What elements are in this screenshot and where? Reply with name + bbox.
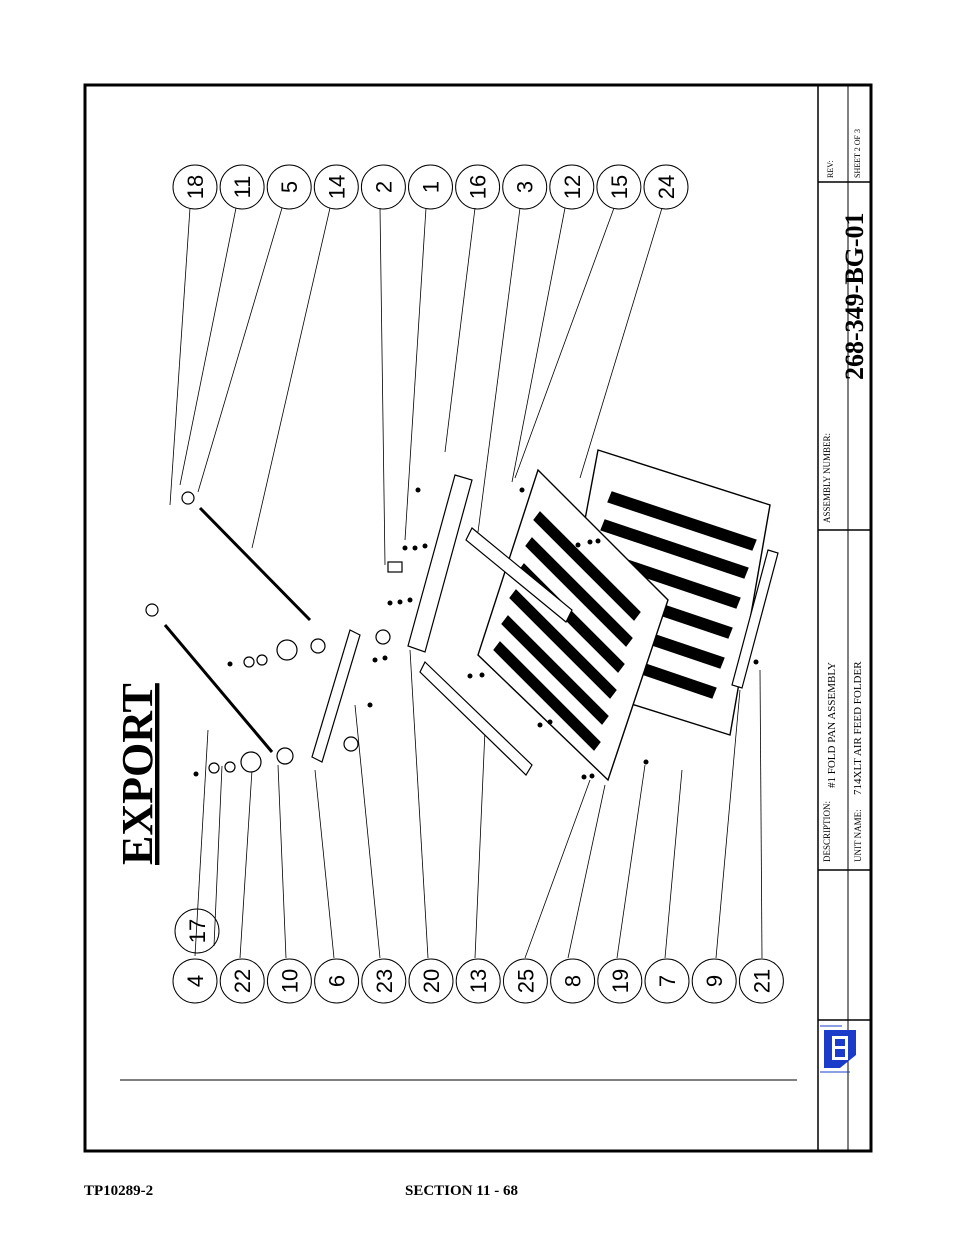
balloon-number: 11: [230, 176, 255, 199]
balloon-number: 22: [230, 969, 255, 993]
balloon-circle: [266, 164, 312, 210]
balloon-circle: [738, 958, 784, 1004]
balloon-circle: [691, 958, 737, 1004]
balloon-circle: [219, 958, 265, 1004]
balloon-15: 15: [596, 164, 642, 210]
balloon-circle: [549, 164, 595, 210]
balloon-16: 16: [455, 164, 501, 210]
unit-value: 714XLT AIR FEED FOLDER: [852, 661, 864, 795]
balloon-circle: [219, 164, 265, 210]
balloon-circle: [266, 958, 312, 1004]
balloon-7: 7: [644, 958, 690, 1004]
balloon-4: 4: [172, 958, 218, 1004]
balloon-number: 2: [371, 181, 396, 193]
balloon-13: 13: [455, 958, 501, 1004]
balloon-circle: [172, 958, 218, 1004]
balloon-19: 19: [597, 958, 643, 1004]
balloon-1: 1: [408, 164, 453, 210]
assembly-number: 268-349-BG-01: [840, 212, 869, 380]
balloon-number: 25: [513, 969, 538, 993]
balloon-circle: [360, 164, 406, 210]
sheet-label: SHEET 2 OF 3: [853, 129, 862, 178]
company-logo: [820, 1025, 856, 1073]
balloon-11: 11: [219, 164, 265, 210]
assembly-label: ASSEMBLY NUMBER:: [822, 433, 832, 523]
description-label: DESCRIPTION:: [822, 801, 832, 862]
drawing-border: [83, 83, 873, 1153]
balloon-10: 10: [266, 958, 312, 1004]
balloon-circle: [314, 958, 360, 1004]
balloon-number: 24: [654, 175, 679, 199]
footer-document-code: TP10289-2: [84, 1183, 154, 1199]
balloon-3: 3: [502, 164, 548, 210]
balloon-21: 21: [738, 958, 784, 1004]
balloon-23: 23: [361, 958, 407, 1004]
balloon-circle: [502, 164, 548, 210]
balloon-circle: [408, 958, 454, 1004]
balloon-circle: [455, 164, 501, 210]
balloon-number: 9: [702, 975, 727, 987]
exploded-view: [145, 449, 779, 782]
balloon-number: 20: [419, 969, 444, 993]
balloon-2: 2: [360, 164, 406, 210]
leader-lines: [169, 207, 763, 959]
balloon-circle: [644, 958, 690, 1004]
balloon-number: 8: [561, 975, 586, 987]
balloon-14: 14: [313, 164, 359, 210]
balloon-circle: [361, 958, 407, 1004]
balloons-bottom: 4 22 10 6 23 20 13 25 8 19 7 9 21: [172, 958, 784, 1004]
balloon-circle: [313, 164, 359, 210]
balloon-9: 9: [691, 958, 737, 1004]
balloon-6: 6: [314, 958, 360, 1004]
balloon-number: 6: [325, 975, 350, 987]
export-watermark: EXPORT: [113, 683, 162, 865]
balloon-number: 14: [324, 175, 349, 199]
balloon-circle: [597, 958, 643, 1004]
balloon-number: 19: [608, 969, 633, 993]
balloon-number: 13: [466, 969, 491, 993]
balloon-number: 15: [607, 175, 632, 199]
balloon-number: 16: [466, 175, 491, 199]
balloon-8: 8: [550, 958, 596, 1004]
balloon-number: 23: [372, 969, 397, 993]
rev-label: REV:: [826, 160, 835, 178]
balloon-circle: [643, 164, 689, 210]
balloon-circle: [455, 958, 501, 1004]
fasteners: [193, 487, 759, 780]
balloon-25: 25: [502, 958, 548, 1004]
balloon-17: 17: [174, 908, 220, 954]
unit-label: UNIT NAME:: [853, 809, 863, 862]
balloon-circle: [596, 164, 642, 210]
balloon-number: 12: [560, 175, 585, 199]
balloon-12: 12: [549, 164, 595, 210]
balloon-20: 20: [408, 958, 454, 1004]
footer-section: SECTION 11 - 68: [405, 1183, 518, 1199]
balloon-5: 5: [266, 164, 312, 210]
balloon-number: 5: [277, 181, 302, 193]
balloon-number: 17: [185, 919, 210, 943]
balloon-number: 21: [749, 969, 774, 993]
balloon-circle: [408, 164, 453, 210]
description-value: #1 FOLD PAN ASSEMBLY: [826, 662, 838, 788]
balloon-circle: [502, 958, 548, 1004]
balloon-number: 7: [655, 975, 680, 987]
balloon-number: 4: [183, 975, 208, 987]
balloon-18: 18: [172, 164, 218, 210]
balloon-circle: [550, 958, 596, 1004]
balloon-22: 22: [219, 958, 265, 1004]
balloon-circle: [172, 164, 218, 210]
balloon-number: 1: [419, 181, 444, 193]
balloons-top: 18 11 5 14 2 1 16 3 12 15 24: [172, 164, 689, 210]
balloon-number: 3: [513, 181, 538, 193]
balloon-number: 18: [183, 175, 208, 199]
balloon-24: 24: [643, 164, 689, 210]
balloon-number: 10: [277, 969, 302, 993]
